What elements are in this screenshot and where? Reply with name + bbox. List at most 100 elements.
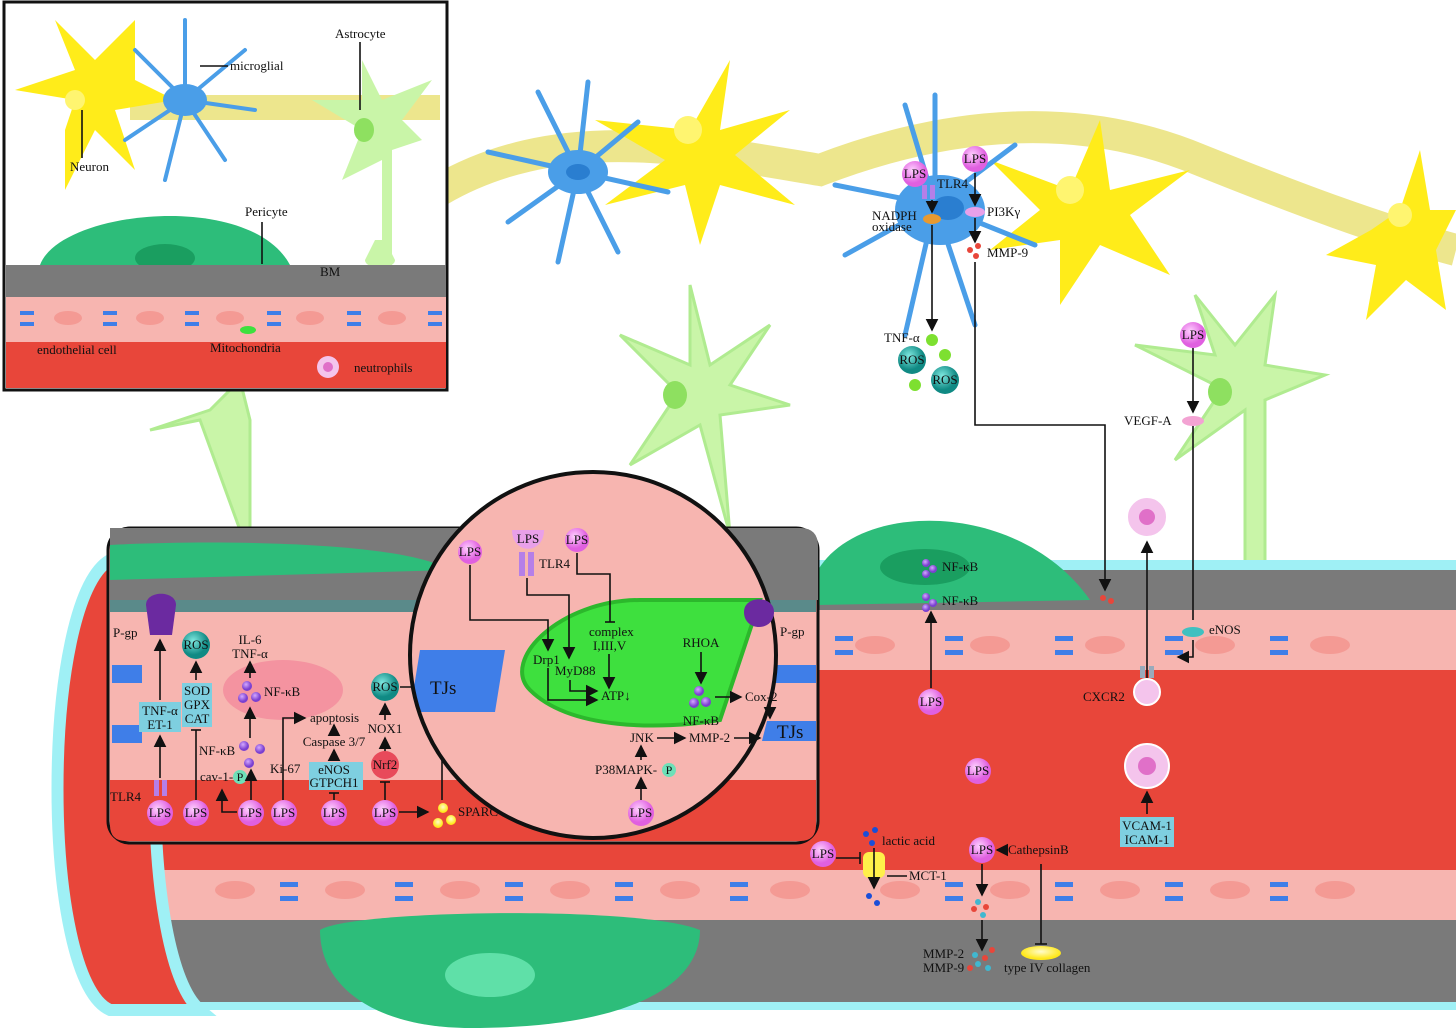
pi3k-label: PI3Kγ <box>987 204 1020 219</box>
nrf2-label: Nrf2 <box>373 757 398 772</box>
lactic-acid-label: lactic acid <box>882 833 936 848</box>
enos-label: eNOS <box>318 762 350 777</box>
lps-label: LPS <box>1182 327 1204 342</box>
ros-label: ROS <box>899 352 924 367</box>
lps-label: LPS <box>459 544 481 559</box>
nfkb-label-2: NF-κB <box>199 743 235 758</box>
myelin-sheath <box>431 111 1456 266</box>
il6-label: IL-6 <box>238 632 262 647</box>
pericyte-label: Pericyte <box>245 204 288 219</box>
vegf-label: VEGF-A <box>1124 413 1172 428</box>
lps-label: LPS <box>967 763 989 778</box>
pgp-label: P-gp <box>780 624 805 639</box>
lps-label: LPS <box>240 805 262 820</box>
lps-label: LPS <box>185 805 207 820</box>
mmp2-label: MMP-2 <box>923 946 964 961</box>
lps-label: LPS <box>566 532 588 547</box>
lps-label: LPS <box>517 531 539 546</box>
tlr4-label: TLR4 <box>539 556 571 571</box>
brain-parenchyma <box>149 60 1456 572</box>
cav1-label: cav-1- <box>200 769 233 784</box>
cox2-label: Cox-2 <box>745 689 778 704</box>
lps-label: LPS <box>630 805 652 820</box>
complex-label: complex <box>589 624 634 639</box>
tight-junction <box>762 721 816 741</box>
nox1-label: NOX1 <box>368 721 403 736</box>
cxcr2-label: CXCR2 <box>1083 689 1125 704</box>
tnf-label: TNF-α <box>232 646 268 661</box>
phospho-label: P <box>237 770 244 784</box>
nadph-label-2: oxidase <box>872 219 912 234</box>
nfkb-label-2: NF-κB <box>942 593 978 608</box>
ki67-label: Ki-67 <box>270 761 301 776</box>
bm-label: BM <box>320 264 341 279</box>
caspase-label: Caspase 3/7 <box>303 734 366 749</box>
nfkb-label: NF-κB <box>942 559 978 574</box>
nfkb-label: NF-κB <box>264 684 300 699</box>
microglial-label: microglial <box>230 58 284 73</box>
nadph-label: NADPH <box>872 208 917 223</box>
et1-label: ET-1 <box>147 717 173 732</box>
ros-label: ROS <box>183 637 208 652</box>
tlr4-label: TLR4 <box>110 789 142 804</box>
jnk-label: JNK <box>630 730 654 745</box>
lps-label: LPS <box>273 805 295 820</box>
complex-label-2: I,III,V <box>593 638 627 653</box>
astrocyte-pathway: LPS VEGF-A eNOS <box>1124 322 1241 664</box>
drp1-label: Drp1 <box>533 652 560 667</box>
lps-label: LPS <box>971 842 993 857</box>
mmp9-label: MMP-9 <box>987 245 1028 260</box>
endothelial-cells-bottom <box>215 881 1355 899</box>
tight-junctions-bottom <box>280 882 1288 901</box>
overview-inset: Astrocyte microglial Neuron Pericyte BM … <box>2 0 449 392</box>
endothelial-cells-top <box>855 636 1350 654</box>
neutrophil <box>1133 678 1161 706</box>
icam-label: ICAM-1 <box>1125 832 1170 847</box>
pericyte <box>40 215 290 265</box>
atp-label: ATP↓ <box>601 688 631 703</box>
myd88-label: MyD88 <box>555 663 595 678</box>
endothelial-inset: P-gp TNF-α ET-1 TLR4 LPS ROS SOD GPX CAT… <box>106 470 820 845</box>
neuron-cell <box>595 60 1456 320</box>
mmp2-label: MMP-2 <box>689 730 730 745</box>
tight-junction <box>410 650 505 712</box>
rhoa-label: RHOA <box>683 635 720 650</box>
lps-label: LPS <box>323 805 345 820</box>
lps-label: LPS <box>920 694 942 709</box>
mct1-label: MCT-1 <box>909 868 947 883</box>
neuron-label: Neuron <box>70 159 109 174</box>
apoptosis-label: apoptosis <box>310 710 359 725</box>
endothelial-cell-label: endothelial cell <box>37 342 117 357</box>
vessel-lumen-pathways: NF-κB NF-κB LPS LPS CXCR2 VCAM-1 ICAM-1 … <box>810 496 1174 975</box>
microglia-pathway: LPS LPS TLR4 NADPH oxidase PI3Kγ MMP-9 T… <box>872 146 1114 604</box>
lps-label: LPS <box>964 151 986 166</box>
type-iv-collagen <box>1021 946 1061 960</box>
nfkb-label: NF-κB <box>683 713 719 728</box>
lps-label: LPS <box>149 805 171 820</box>
pgp-transporter <box>744 599 774 627</box>
tjs-label: TJs <box>430 678 456 699</box>
tjs-label-2: TJs <box>777 722 803 743</box>
pgp-transporter <box>146 593 176 635</box>
tight-junctions-top <box>835 636 1288 655</box>
gtpch1-label: GTPCH1 <box>309 775 358 790</box>
sod-label: SOD <box>184 683 210 698</box>
astrocyte-label: Astrocyte <box>335 26 386 41</box>
enos-label: eNOS <box>1209 622 1241 637</box>
tnf-label: TNF-α <box>884 330 920 345</box>
sparc-label: SPARC <box>458 804 498 819</box>
lps-label: LPS <box>374 805 396 820</box>
phospho-label: P <box>666 763 673 777</box>
p38mapk-label: P38MAPK- <box>595 762 657 777</box>
tlr4-label: TLR4 <box>937 176 969 191</box>
lps-label: LPS <box>812 846 834 861</box>
mmp9-label: MMP-9 <box>923 960 964 975</box>
mitochondria-label: Mitochondria <box>210 340 281 355</box>
cat-label: CAT <box>185 711 210 726</box>
ros-label: ROS <box>932 372 957 387</box>
collagen-label: type IV collagen <box>1004 960 1091 975</box>
pgp-label: P-gp <box>113 625 138 640</box>
cathepsin-label: CathepsinB <box>1008 842 1069 857</box>
gpx-label: GPX <box>184 697 211 712</box>
